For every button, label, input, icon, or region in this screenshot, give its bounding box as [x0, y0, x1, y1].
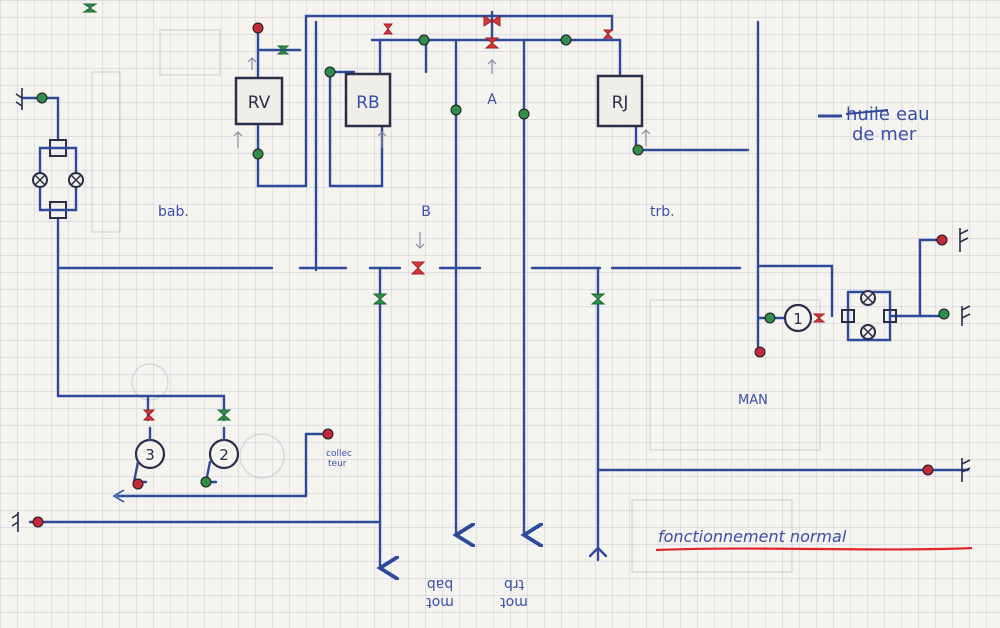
pump-1-label: 1	[793, 310, 803, 328]
rv-cooler: RV	[234, 76, 284, 126]
green-valves	[82, 3, 606, 421]
red-dots	[32, 22, 948, 528]
rb-cooler: RB	[344, 72, 392, 128]
motor-starboard-labels: mot trb	[500, 576, 528, 610]
valve-b-label: B	[421, 204, 431, 220]
footer-underline	[655, 546, 973, 552]
collecteur-label-2: teur	[328, 459, 347, 469]
rj-cooler: RJ	[596, 74, 644, 128]
flow-arrows	[233, 57, 651, 249]
pump-2: 2	[204, 426, 240, 484]
motor-port-labels: mot bab	[426, 576, 454, 610]
rb-label: RB	[356, 93, 379, 113]
sea-inlet-symbols	[11, 88, 971, 532]
legend-struck-word: huile	[846, 104, 890, 125]
left-strainer	[32, 139, 84, 219]
legend-line1: eau	[896, 104, 930, 125]
red-valves	[142, 15, 826, 421]
collecteur-label-1: collec	[326, 449, 352, 459]
paper-show-through	[91, 29, 821, 573]
legend-line2: de mer	[852, 124, 917, 145]
legend: huile eau de mer	[818, 104, 930, 145]
pipework	[20, 10, 970, 568]
footer-caption: fonctionnement normal	[658, 527, 847, 546]
green-dots	[36, 34, 950, 488]
pump-1: 1	[783, 303, 813, 333]
man-label: MAN	[738, 393, 768, 408]
motor-label-starboard: mot	[500, 594, 528, 610]
right-strainer	[841, 290, 897, 340]
motor-starboard-side: trb	[504, 576, 524, 592]
pump-2-label: 2	[219, 446, 229, 464]
motor-port-side: bab	[427, 576, 453, 592]
pump-3-label: 3	[145, 446, 155, 464]
starboard-side-label: trb.	[650, 204, 675, 220]
rv-label: RV	[248, 93, 271, 113]
valve-a-label: A	[487, 92, 497, 108]
rj-label: RJ	[612, 93, 629, 113]
port-side-label: bab.	[158, 204, 189, 220]
motor-label-port: mot	[426, 594, 454, 610]
